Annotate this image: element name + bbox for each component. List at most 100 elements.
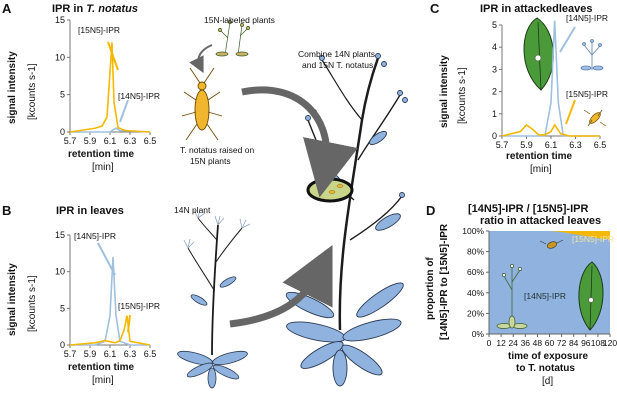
panel-a-title-text: IPR in	[52, 3, 87, 15]
y-tick-label: 100%	[462, 226, 484, 236]
panel-a-yunit: [kcounts s-1]	[27, 63, 38, 120]
y-tick-label: 1	[492, 109, 497, 119]
chart-a-series-15n	[69, 42, 151, 133]
x-tick-label: 6.5	[594, 140, 607, 150]
x-tick-label: 6.5	[144, 349, 157, 359]
y-tick-label: 80%	[467, 247, 484, 257]
curved-arrow-from-insect	[241, 86, 358, 198]
x-tick-label: 72	[557, 338, 567, 348]
chart-c-series-14n	[502, 20, 600, 137]
labeled-plants-icon	[215, 20, 250, 57]
y-tick-label: 4	[492, 42, 497, 52]
feeding-spot-icon-d	[588, 297, 594, 303]
panel-c-xunit: [min]	[530, 164, 552, 175]
panel-d-title2: ratio in attacked leaves	[480, 215, 602, 227]
panel-b-xlabel: retention time	[68, 362, 135, 373]
panel-d-title1: [14N5]-IPR / [15N5]-IPR	[468, 203, 589, 215]
panel-b-label-14n: [14N5]-IPR	[74, 231, 117, 241]
panel-d-label-15n: [15N5]-IPR	[572, 234, 615, 244]
x-tick-label: 6.1	[104, 349, 117, 359]
center-line1: Combine 14N plants	[298, 49, 376, 59]
y-tick-label: 20%	[467, 308, 484, 318]
panel-d-ylabel1: proportion of	[425, 257, 436, 320]
y-tick-label: 3	[492, 64, 497, 74]
chart-b-series-15n	[69, 315, 151, 346]
small-insect-icon-d	[539, 239, 564, 249]
panel-c-ylabel: signal intensity	[439, 55, 450, 128]
chart-a-callout-14n	[119, 99, 129, 123]
chart-d-area-15n	[489, 231, 610, 240]
y-tick-label: 0	[60, 127, 65, 137]
x-tick-label: 6.3	[569, 140, 582, 150]
chart-c-callout-15n	[565, 99, 576, 125]
panel-a-xlabel: retention time	[68, 149, 135, 160]
x-tick-label: 120	[603, 338, 617, 348]
panel-c-xlabel: retention time	[506, 151, 573, 162]
panel-b-label-15n: [15N5]-IPR	[118, 301, 161, 311]
y-tick-label: 15	[55, 15, 65, 25]
small-plant-icon	[580, 39, 604, 71]
chart-c-callout-14n	[559, 26, 576, 53]
chart-b-series-14n	[70, 256, 150, 346]
panel-a-label-15n: [15N5]-IPR	[78, 25, 121, 35]
x-tick-label: 24	[508, 338, 518, 348]
panel-d-xlabel2: to T. notatus	[516, 363, 575, 374]
panel-a-insect-note: T. notatus raised on	[180, 145, 255, 155]
panel-b-xunit: [min]	[92, 375, 114, 386]
chart-c-series-15n	[501, 123, 600, 137]
y-tick-label: 15	[55, 230, 65, 240]
x-tick-label: 6.3	[124, 349, 137, 359]
x-tick-label: 0	[487, 338, 492, 348]
panel-d-label-14n: [14N5]-IPR	[524, 291, 567, 301]
panel-b-plant-note: 14N plant	[174, 205, 211, 215]
panel-a-title-species: T. notatus	[86, 3, 138, 15]
panel-b-yunit: [kcounts s-1]	[27, 275, 38, 332]
panel-b-ylabel: signal intensity	[7, 263, 18, 336]
chart-b-callout-14n	[97, 242, 116, 276]
y-tick-label: 0	[492, 131, 497, 141]
infested-leaf-highlight	[306, 177, 354, 203]
x-tick-label: 5.7	[64, 136, 77, 146]
x-tick-label: 5.7	[64, 349, 77, 359]
panel-a-ylabel: signal intensity	[7, 51, 18, 124]
x-tick-label: 5.9	[84, 136, 97, 146]
panel-a-label-14n: [14N5]-IPR	[118, 91, 161, 101]
y-tick-label: 5	[492, 20, 497, 30]
curved-arrow-small	[189, 44, 213, 74]
x-tick-label: 6.5	[144, 136, 157, 146]
x-tick-label: 48	[533, 338, 543, 348]
y-tick-label: 2	[492, 87, 497, 97]
y-tick-label: 0	[60, 340, 65, 350]
y-tick-label: 10	[55, 267, 65, 277]
y-tick-label: 60%	[467, 267, 484, 277]
panel-a-plants-note: 15N-labeled plants	[204, 15, 275, 25]
panel-a-xunit: [min]	[92, 162, 114, 173]
panel-b-letter: B	[2, 203, 12, 218]
y-tick-label: 5	[60, 303, 65, 313]
panel-d-xunit: [d]	[542, 376, 554, 387]
panel-a-insect-note2: 15N plants	[190, 156, 231, 166]
panel-c-title: IPR in attackedleaves	[480, 3, 593, 15]
x-tick-label: 6.1	[104, 136, 117, 146]
panel-b-title: IPR in leaves	[56, 205, 124, 217]
panel-c-label-14n: [14N5]-IPR	[566, 13, 609, 23]
chart-b-callout-15n	[127, 314, 131, 333]
panel-c-label-15n: [15N5]-IPR	[566, 89, 609, 99]
center-line2: and 15N T. notatus	[302, 60, 374, 70]
small-plant-icon-d	[496, 264, 528, 329]
y-tick-label: 0%	[472, 329, 485, 339]
x-tick-label: 5.7	[496, 140, 509, 150]
panel-c-letter: C	[430, 1, 440, 16]
x-tick-label: 60	[545, 338, 555, 348]
x-tick-label: 5.9	[520, 140, 533, 150]
y-tick-label: 40%	[467, 288, 484, 298]
x-tick-label: 84	[569, 338, 579, 348]
x-tick-label: 12	[496, 338, 506, 348]
panel-a-letter: A	[2, 1, 12, 16]
x-tick-label: 96	[581, 338, 591, 348]
curved-arrow-from-plant	[229, 244, 333, 328]
x-tick-label: 6.3	[124, 136, 137, 146]
